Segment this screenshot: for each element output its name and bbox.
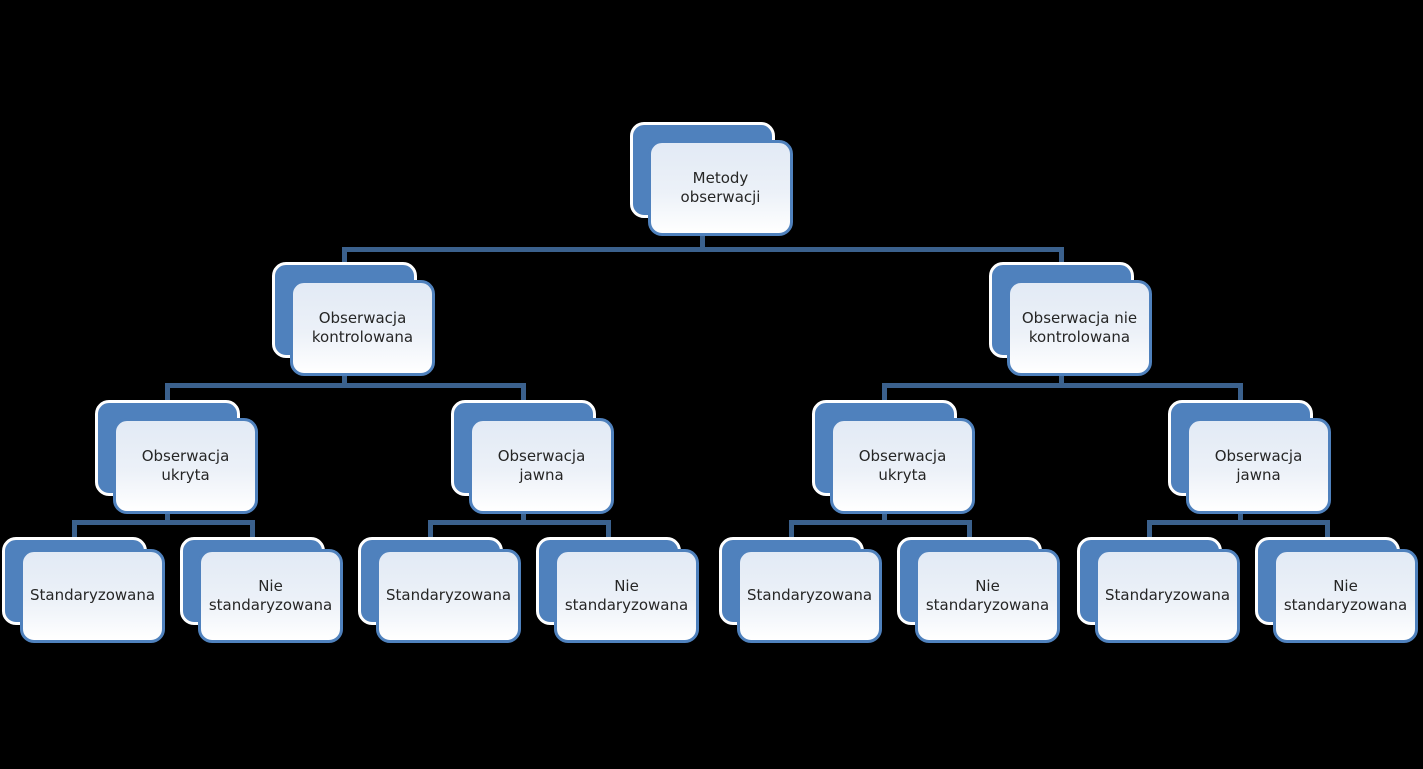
node-box: Standaryzowana xyxy=(20,549,165,643)
node-box: Obserwacja jawna xyxy=(1186,418,1331,514)
node-box: Nie standaryzowana xyxy=(198,549,343,643)
node-obserwacja-jawna-right: Obserwacja jawna xyxy=(1168,400,1331,514)
connector-l3left-drop1 xyxy=(165,383,170,405)
leaf-nie-standaryzowana-2: Nie standaryzowana xyxy=(536,537,699,651)
node-obserwacja-jawna-left: Obserwacja jawna xyxy=(451,400,614,514)
connector-l3right-hbar xyxy=(882,383,1243,388)
connector-leaf-drop-1a xyxy=(72,520,77,540)
node-box: Obserwacja jawna xyxy=(469,418,614,514)
leaf-standaryzowana-2: Standaryzowana xyxy=(358,537,521,651)
node-metody-obserwacji: Metody obserwacji xyxy=(630,122,793,236)
connector-level2-hbar xyxy=(342,247,1064,252)
connector-leaf-drop-1b xyxy=(250,520,255,540)
node-box: Metody obserwacji xyxy=(648,140,793,236)
node-box: Standaryzowana xyxy=(1095,549,1240,643)
node-box: Obserwacja ukryta xyxy=(830,418,975,514)
node-label: Obserwacja nie kontrolowana xyxy=(1021,308,1138,347)
connector-leaf-drop-2b xyxy=(606,520,611,540)
connector-leaf-drop-4a xyxy=(1147,520,1152,540)
node-label: Nie standaryzowana xyxy=(208,576,333,615)
node-box: Obserwacja nie kontrolowana xyxy=(1007,280,1152,376)
connector-l3-2-stem xyxy=(521,506,526,525)
node-label: Obserwacja ukryta xyxy=(858,446,947,485)
connector-leaf-hbar-4 xyxy=(1147,520,1330,525)
node-label: Standaryzowana xyxy=(746,586,873,605)
connector-level2-right-drop xyxy=(1059,247,1064,265)
node-label: Obserwacja ukryta xyxy=(141,446,230,485)
node-box: Nie standaryzowana xyxy=(1273,549,1418,643)
node-label: Obserwacja jawna xyxy=(497,446,586,485)
connector-leaf-drop-3a xyxy=(789,520,794,540)
node-box: Standaryzowana xyxy=(376,549,521,643)
node-box: Obserwacja kontrolowana xyxy=(290,280,435,376)
connector-l3left-hbar xyxy=(165,383,526,388)
leaf-standaryzowana-3: Standaryzowana xyxy=(719,537,882,651)
node-obserwacja-ukryta-right: Obserwacja ukryta xyxy=(812,400,975,514)
node-label: Standaryzowana xyxy=(1104,586,1231,605)
connector-l3-1-stem xyxy=(165,506,170,525)
leaf-nie-standaryzowana-4: Nie standaryzowana xyxy=(1255,537,1418,651)
connector-l2left-stem xyxy=(342,368,347,388)
connector-l3left-drop2 xyxy=(521,383,526,405)
node-obserwacja-kontrolowana: Obserwacja kontrolowana xyxy=(272,262,435,376)
connector-l3right-drop2 xyxy=(1238,383,1243,405)
node-box: Nie standaryzowana xyxy=(554,549,699,643)
node-obserwacja-nie-kontrolowana: Obserwacja nie kontrolowana xyxy=(989,262,1152,376)
connector-level2-left-drop xyxy=(342,247,347,265)
node-box: Obserwacja ukryta xyxy=(113,418,258,514)
leaf-nie-standaryzowana-1: Nie standaryzowana xyxy=(180,537,343,651)
connector-l2right-stem xyxy=(1059,368,1064,388)
connector-leaf-drop-2a xyxy=(428,520,433,540)
node-label: Metody obserwacji xyxy=(680,168,761,207)
connector-leaf-hbar-3 xyxy=(789,520,972,525)
node-box: Nie standaryzowana xyxy=(915,549,1060,643)
connector-l3right-drop1 xyxy=(882,383,887,405)
connector-root-stem xyxy=(700,230,705,252)
node-label: Obserwacja kontrolowana xyxy=(311,308,414,347)
node-box: Standaryzowana xyxy=(737,549,882,643)
leaf-standaryzowana-1: Standaryzowana xyxy=(2,537,165,651)
node-label: Obserwacja jawna xyxy=(1214,446,1303,485)
node-obserwacja-ukryta-left: Obserwacja ukryta xyxy=(95,400,258,514)
connector-l3-3-stem xyxy=(882,506,887,525)
node-label: Standaryzowana xyxy=(29,586,156,605)
node-label: Standaryzowana xyxy=(385,586,512,605)
connector-l3-4-stem xyxy=(1238,506,1243,525)
node-label: Nie standaryzowana xyxy=(564,576,689,615)
connector-leaf-drop-4b xyxy=(1325,520,1330,540)
connector-leaf-hbar-2 xyxy=(428,520,611,525)
node-label: Nie standaryzowana xyxy=(1283,576,1408,615)
connector-leaf-hbar-1 xyxy=(72,520,255,525)
node-label: Nie standaryzowana xyxy=(925,576,1050,615)
connector-leaf-drop-3b xyxy=(967,520,972,540)
leaf-nie-standaryzowana-3: Nie standaryzowana xyxy=(897,537,1060,651)
leaf-standaryzowana-4: Standaryzowana xyxy=(1077,537,1240,651)
